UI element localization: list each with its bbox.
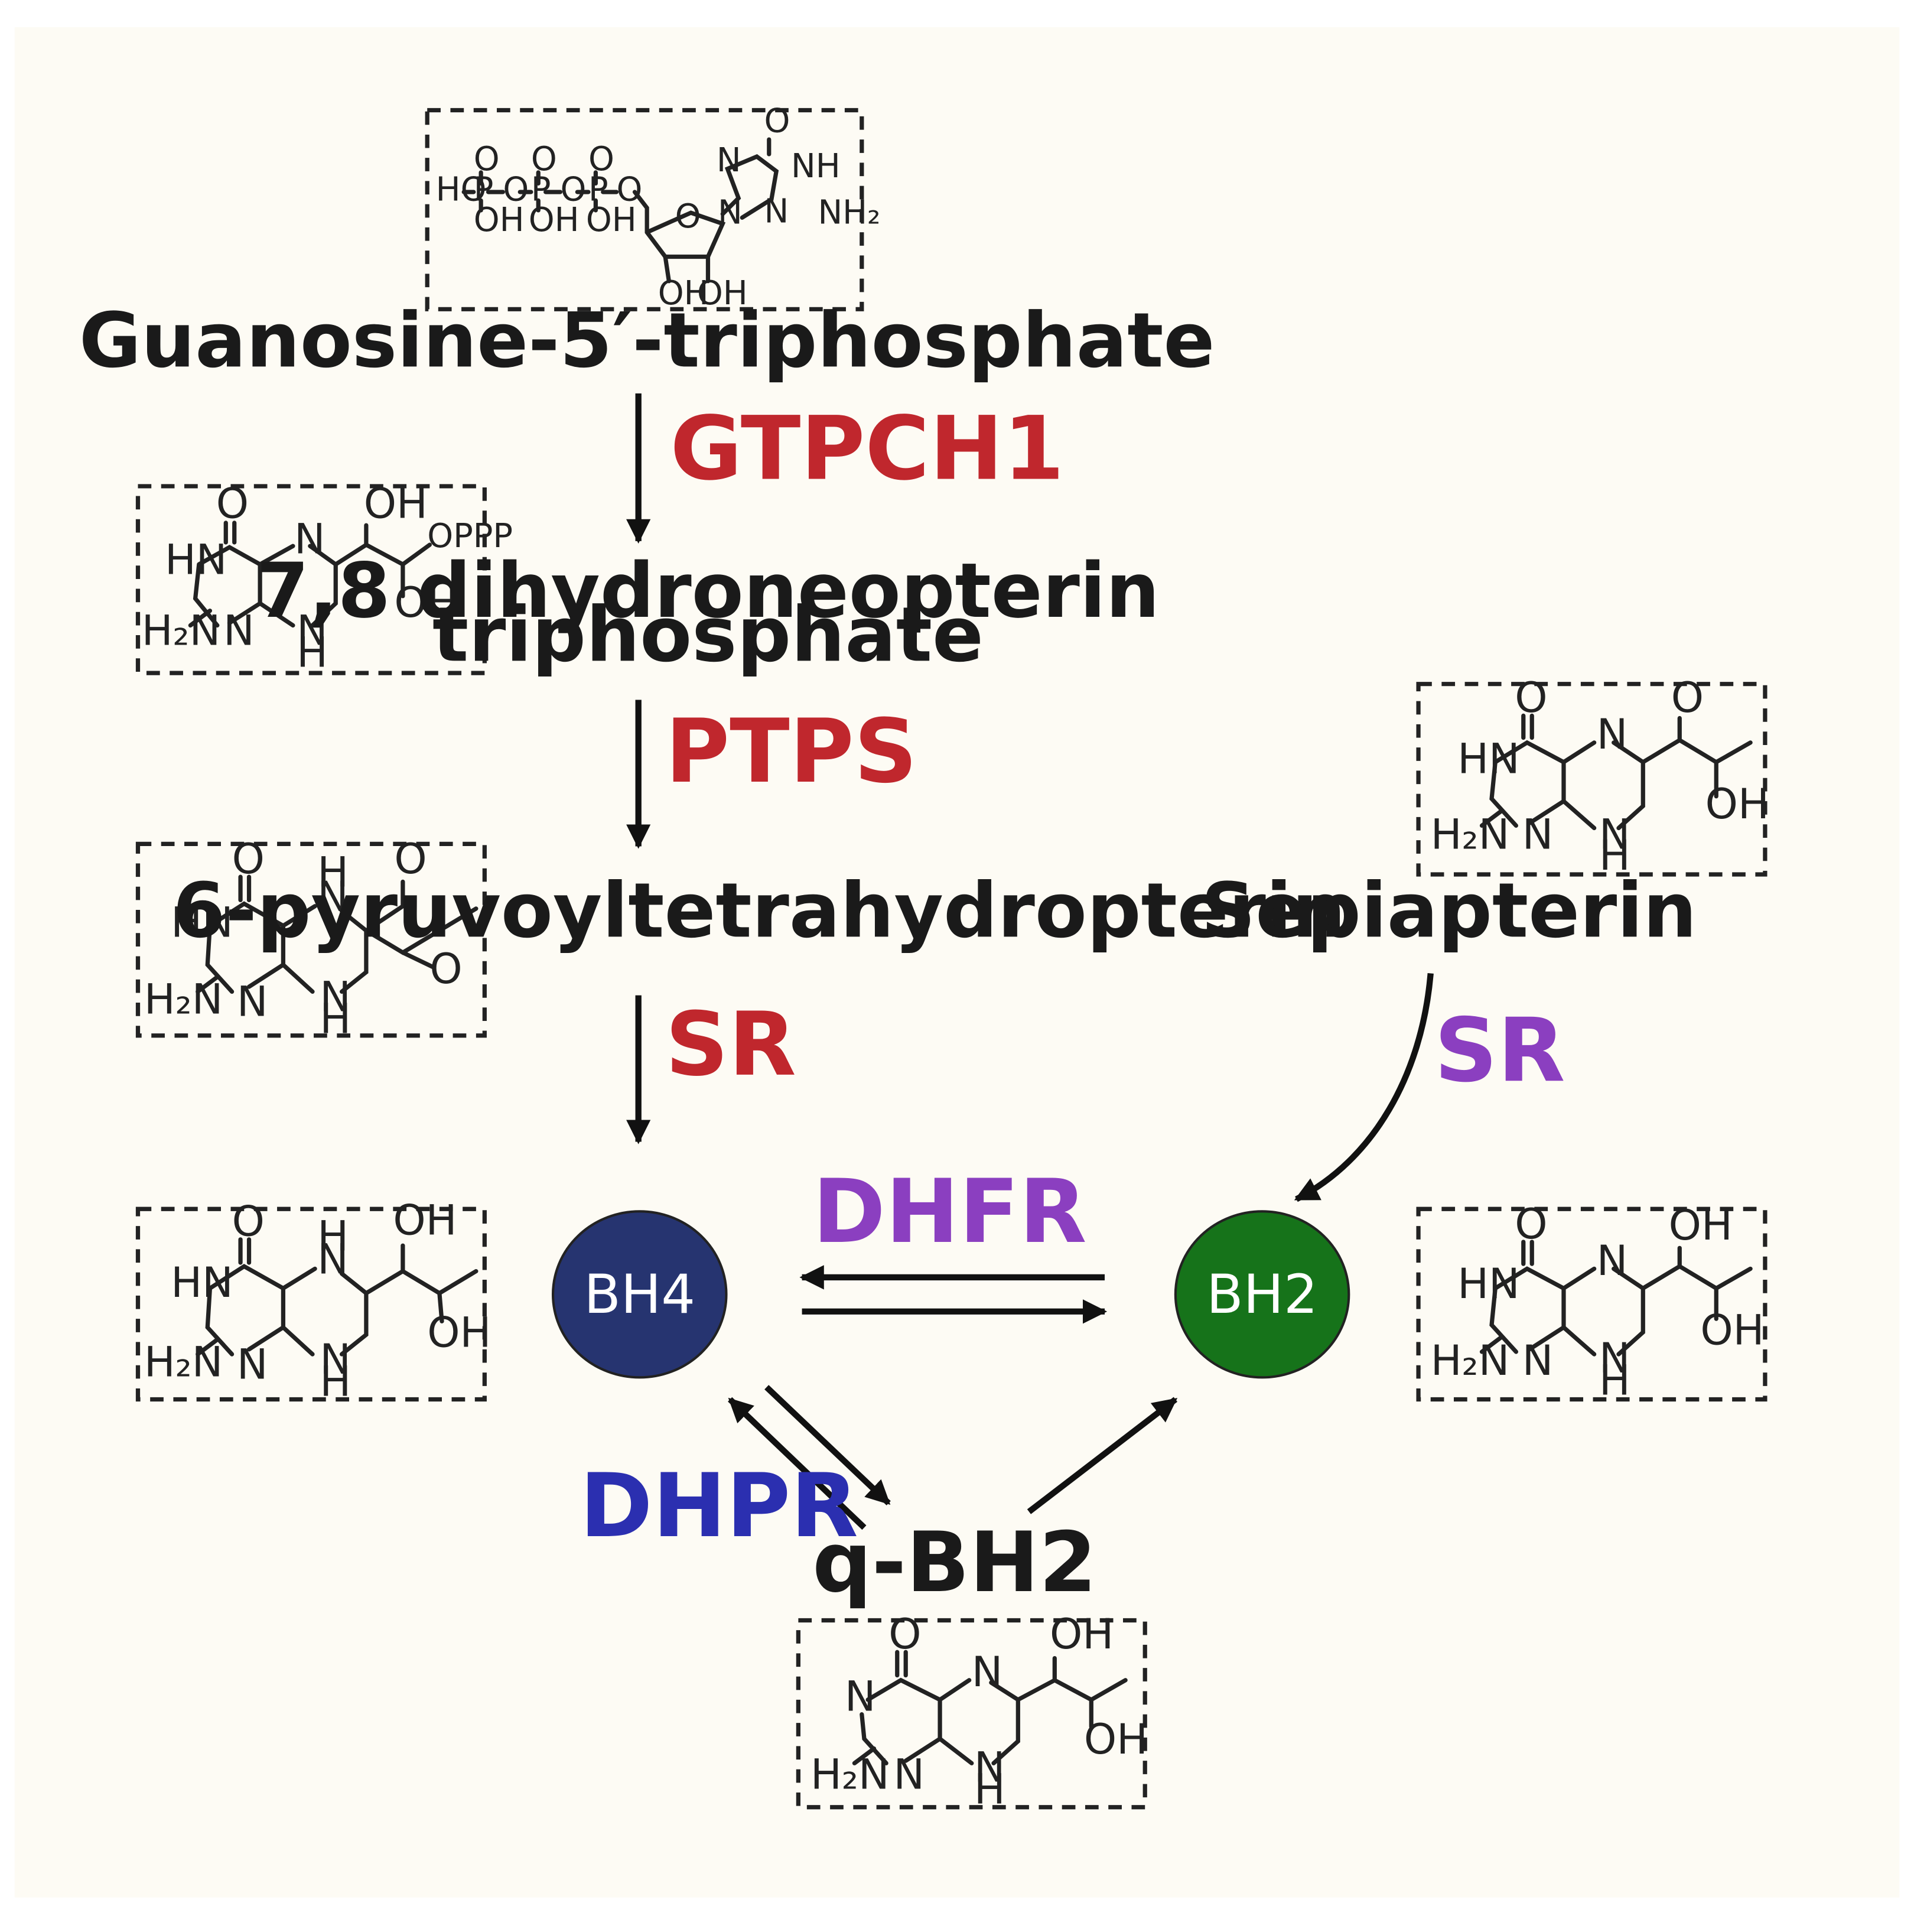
enzyme-ptps: PTPS (665, 701, 917, 803)
dhnp-label-line1: 7,8 dihydroneopterin (256, 547, 1160, 635)
enzyme-dhfr: DHFR (813, 1161, 1087, 1263)
dhnp-structure-box (135, 484, 487, 675)
gtp-structure-box (425, 108, 864, 311)
svg-text:O: O (764, 102, 790, 141)
sepiapterin-structure: O HN H₂N N N N H O OH (1416, 674, 1769, 880)
diagram-background (14, 27, 1900, 1898)
svg-text:H: H (297, 629, 328, 677)
svg-text:O: O (560, 170, 586, 209)
bh4-structure: O HN H₂N N H N N H OH OH (135, 1196, 491, 1406)
bh2-label: BH2 (1206, 1264, 1318, 1326)
svg-text:HO: HO (436, 170, 487, 209)
svg-text:O: O (1671, 674, 1704, 722)
svg-text:H₂N: H₂N (1431, 811, 1510, 859)
arrow-qbh2-to-bh2 (1027, 1397, 1178, 1514)
svg-text:OH: OH (364, 480, 428, 528)
sepiapterin-structure-box (1416, 682, 1767, 877)
svg-text:N: N (764, 193, 789, 231)
svg-text:N: N (1599, 811, 1630, 859)
qbh2-structure-box (796, 1618, 1147, 1810)
svg-text:N: N (1597, 1237, 1628, 1285)
svg-text:OH: OH (393, 1196, 457, 1245)
bh2-circle (1174, 1210, 1350, 1379)
bh4-node: BH4 (551, 1210, 728, 1379)
bh4-structure-box (135, 1206, 487, 1402)
qbh2-label: q-BH2 (812, 1515, 1096, 1611)
svg-text:N: N (320, 1335, 351, 1384)
svg-text:H: H (320, 1357, 351, 1406)
dhnp-label-line2: triphosphate (432, 591, 984, 679)
svg-text:H: H (974, 1765, 1005, 1813)
ptp-structure-box (135, 841, 487, 1038)
svg-text:N: N (974, 1743, 1005, 1791)
svg-text:H: H (320, 995, 351, 1043)
svg-text:P: P (588, 170, 608, 209)
svg-text:O: O (216, 480, 249, 528)
pyruvoyltetrahydropterin-structure: O HN H₂N N H N N H O O (135, 835, 487, 1043)
svg-text:N: N (320, 972, 351, 1021)
enzyme-gtpch1: GTPCH1 (670, 398, 1064, 500)
svg-text:HN: HN (171, 898, 233, 947)
bh2-structure: O HN H₂N N N N H OH OH (1416, 1200, 1767, 1404)
svg-text:H: H (317, 1212, 349, 1260)
dihydroneopterin-triphosphate-structure: O HN H₂N N N N H OH OH OPPP (135, 480, 513, 677)
arrow-sepiapterin-to-bh2 (1294, 972, 1434, 1202)
gtp-label: Guanosine-5′-triphosphate (79, 297, 1215, 385)
svg-text:O: O (531, 140, 557, 178)
svg-text:O: O (394, 835, 427, 883)
svg-text:O: O (429, 945, 462, 993)
enzyme-dhpr: DHPR (580, 1455, 858, 1557)
enzyme-sr-salvage: SR (1434, 1000, 1565, 1102)
svg-text:HN: HN (171, 1258, 233, 1307)
arrow-bh4-to-qbh2 (764, 1385, 891, 1505)
svg-text:H₂N: H₂N (1431, 1336, 1510, 1385)
sepiapterin-label: Sepiapterin (1201, 867, 1697, 955)
bh2-node: BH2 (1174, 1210, 1350, 1379)
svg-text:O: O (588, 140, 614, 178)
svg-text:H₂N: H₂N (810, 1751, 890, 1799)
svg-text:N: N (223, 607, 255, 655)
svg-text:NH₂: NH₂ (818, 194, 880, 232)
svg-text:HN: HN (1457, 735, 1519, 783)
svg-text:P: P (531, 170, 551, 209)
svg-text:OH: OH (427, 1309, 491, 1357)
svg-text:OH: OH (1050, 1610, 1114, 1658)
bh4-label: BH4 (584, 1264, 695, 1326)
svg-text:OH: OH (658, 274, 709, 313)
bh2-structure-box (1416, 1206, 1767, 1402)
gtp-structure: HO P O OH O P O OH O P O OH O O OH OH N … (425, 102, 880, 313)
svg-text:OPPP: OPPP (427, 517, 513, 555)
ptp-label: 6-pyruvoyltetrahydropterin (172, 867, 1346, 955)
enzyme-sr-main: SR (665, 994, 796, 1096)
arrow-qbh2-to-bh4 (728, 1397, 867, 1530)
svg-text:O: O (503, 170, 529, 209)
svg-text:OH: OH (1669, 1201, 1733, 1250)
svg-text:N: N (1597, 710, 1628, 759)
svg-text:P: P (474, 170, 494, 209)
svg-text:H: H (317, 848, 349, 897)
bh4-circle (551, 1210, 728, 1379)
svg-text:O: O (616, 170, 642, 209)
qbh2-structure: O N H₂N N N N H OH OH (796, 1610, 1148, 1813)
svg-text:OH: OH (697, 274, 748, 313)
svg-text:OH: OH (1700, 1306, 1764, 1355)
svg-text:HN: HN (1457, 1260, 1519, 1308)
svg-text:OH: OH (1084, 1715, 1148, 1764)
svg-text:O: O (474, 140, 500, 178)
svg-text:H: H (1599, 1356, 1630, 1404)
svg-text:NH: NH (791, 147, 841, 186)
svg-text:H: H (1599, 831, 1630, 880)
svg-text:N: N (1599, 1334, 1630, 1383)
